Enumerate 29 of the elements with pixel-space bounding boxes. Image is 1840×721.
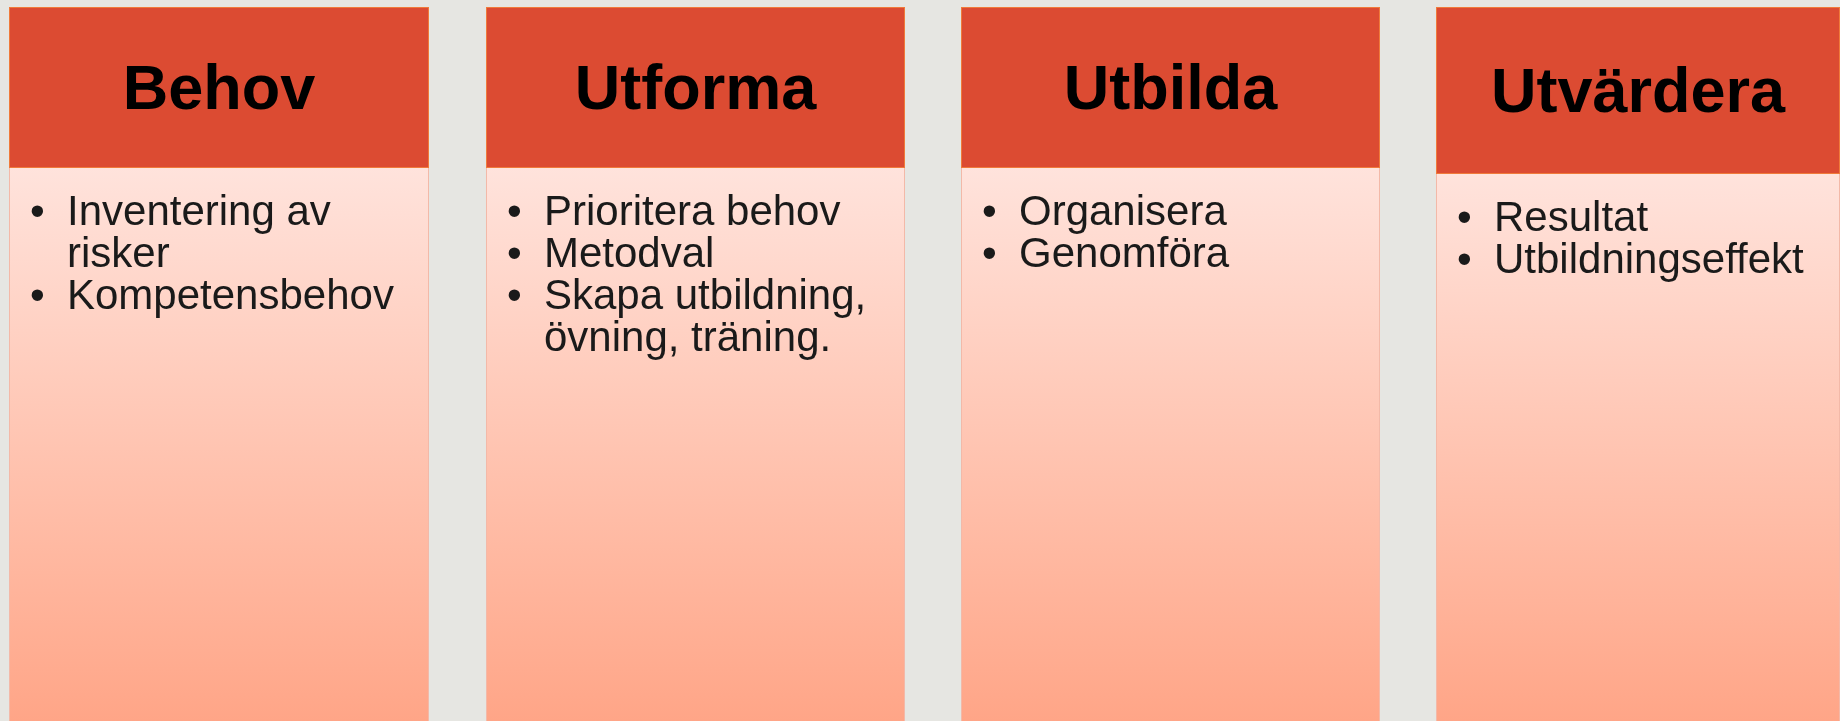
bullet-marker: • xyxy=(507,232,523,274)
content-panel xyxy=(961,168,1380,721)
bullet-item: Organisera xyxy=(1019,190,1227,232)
bullet-marker: • xyxy=(30,190,46,232)
bullet-marker: • xyxy=(1457,196,1473,238)
bullet-marker: • xyxy=(982,232,998,274)
bullet-item: Metodval xyxy=(544,232,715,274)
header-box xyxy=(9,7,429,168)
bullet-marker: • xyxy=(30,274,46,316)
bullet-item: Prioritera behov xyxy=(544,190,841,232)
bullet-marker: • xyxy=(507,190,523,232)
bullet-item: Skapa utbildning, övning, träning. xyxy=(544,274,868,358)
header-box xyxy=(961,7,1380,168)
column-heading: Utvärdera xyxy=(1490,59,1786,122)
bullet-item: Utbildningseffekt xyxy=(1494,238,1804,280)
bullet-item: Kompetensbehov xyxy=(67,274,394,316)
content-panel xyxy=(486,168,905,721)
bullet-item: Resultat xyxy=(1494,196,1649,238)
column-heading: Utbilda xyxy=(1063,56,1278,119)
column-heading: Utforma xyxy=(574,56,817,119)
header-box xyxy=(486,7,905,168)
content-panel xyxy=(1436,174,1840,721)
column-heading: Behov xyxy=(122,56,316,119)
header-box xyxy=(1436,7,1840,174)
bullet-marker: • xyxy=(982,190,998,232)
bullet-marker: • xyxy=(507,274,523,316)
bullet-item: Inventering av risker xyxy=(67,190,332,274)
content-panel xyxy=(9,168,429,721)
bullet-marker: • xyxy=(1457,238,1473,280)
